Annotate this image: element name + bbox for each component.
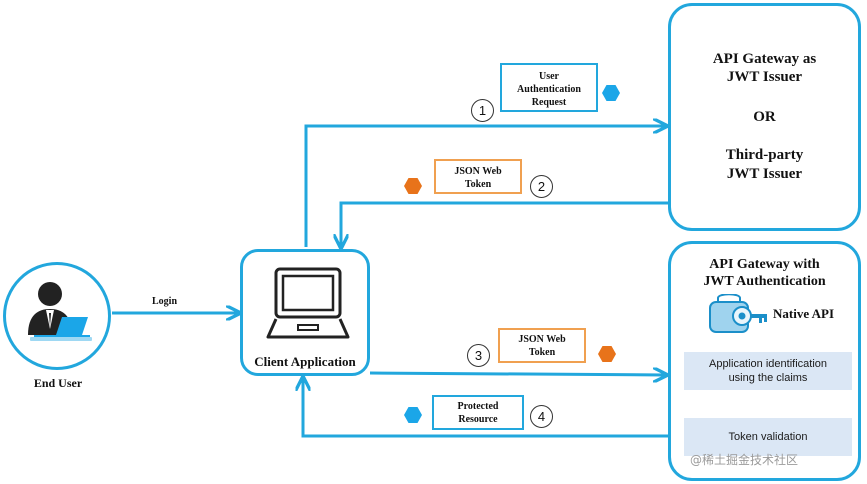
json-web-token-label-2: JSON Web Token (498, 328, 586, 363)
step-application-identification: Application identification using the cla… (684, 352, 852, 390)
laptop-icon (266, 267, 350, 339)
issuer-title-line1: API Gateway as (712, 51, 817, 67)
end-user-label: End User (33, 376, 83, 390)
step-number-1: 1 (471, 99, 494, 122)
request-hexagon (602, 85, 620, 101)
request-arrow (304, 126, 665, 247)
end-user-circle (3, 262, 111, 370)
jwt-issuer-box (668, 3, 861, 231)
jwt2-line1: JSON Web (518, 334, 566, 345)
resource-arrow (303, 379, 668, 438)
issuer-alt-line2: JWT Issuer (726, 166, 803, 182)
uar-line2: Authentication (517, 84, 581, 95)
gateway-title-line1: API Gateway with (709, 257, 820, 272)
uar-line3: Request (531, 97, 567, 108)
resource-hexagon (404, 407, 422, 423)
jwt1-line2: Token (464, 179, 492, 190)
step-number-4: 4 (530, 405, 553, 428)
issuer-alt-line1: Third-party (725, 147, 804, 163)
user-at-laptop-icon (28, 282, 92, 341)
issuer-or: OR (753, 109, 776, 125)
token-hexagon-1 (404, 178, 422, 194)
pres-line1: Protected (457, 401, 499, 412)
login-label: Login (152, 296, 178, 307)
token-send-arrow (369, 373, 665, 375)
client-application-box (240, 249, 370, 376)
jwt2-line2: Token (528, 347, 556, 358)
token-hexagon-2 (598, 346, 616, 362)
step-app-id-line1: Application identification (708, 358, 828, 370)
key-lock-icon (709, 294, 767, 333)
protected-resource-label: Protected Resource (432, 395, 524, 430)
issuer-title-line2: JWT Issuer (726, 69, 803, 85)
step-app-id-line2: using the claims (728, 372, 808, 384)
json-web-token-label-1: JSON Web Token (434, 159, 522, 194)
gateway-title-line2: JWT Authentication (703, 274, 826, 289)
step-token-validation: Token validation (684, 418, 852, 456)
step-number-3: 3 (467, 344, 490, 367)
uar-line1: User (539, 71, 559, 82)
step-number-2: 2 (530, 175, 553, 198)
pres-line2: Resource (458, 414, 498, 425)
client-application-label: Client Application (254, 354, 356, 369)
jwt1-line1: JSON Web (454, 166, 502, 177)
gateway-title: API Gateway with JWT Authentication (668, 256, 861, 290)
native-api-label: Native API (773, 306, 835, 321)
watermark: @稀土掘金技术社区 (690, 453, 799, 467)
token-return-arrow (341, 201, 668, 246)
user-authentication-request-label: User Authentication Request (500, 63, 598, 112)
